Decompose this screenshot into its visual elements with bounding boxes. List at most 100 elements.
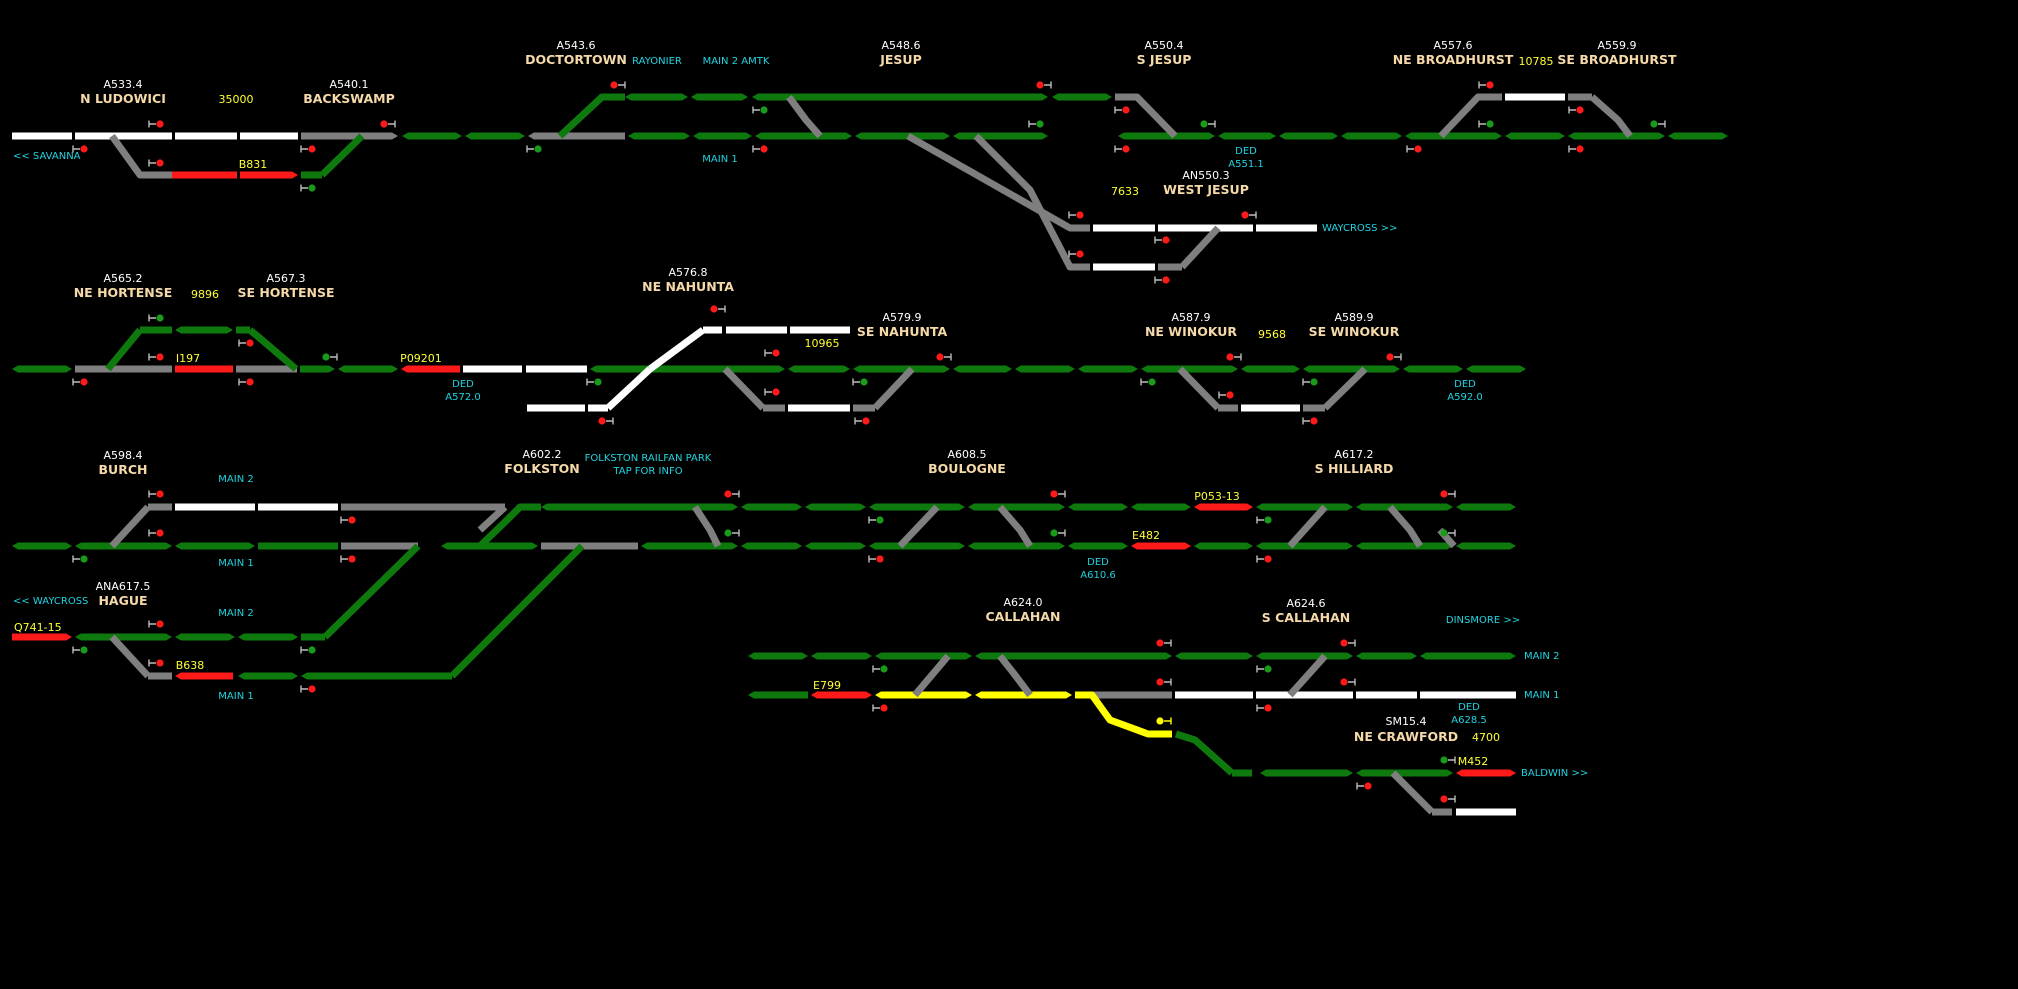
track-label-baldwin[interactable]: BALDWIN >>: [1521, 768, 1589, 779]
station-ne-broadhurst[interactable]: NE BROADHURST: [1392, 52, 1514, 67]
signal-clear-icon[interactable]: [322, 353, 338, 361]
signal-clear-icon[interactable]: [1200, 120, 1216, 128]
train-7633[interactable]: 7633: [1111, 185, 1139, 198]
track-block[interactable]: [1158, 224, 1253, 232]
track-crossover[interactable]: [973, 133, 1090, 271]
track-block[interactable]: [1668, 132, 1728, 140]
track-block[interactable]: [1568, 93, 1592, 101]
track-crossover[interactable]: [109, 634, 151, 679]
train-e799[interactable]: E799: [813, 679, 841, 692]
track-block[interactable]: [301, 132, 398, 140]
signal-stop-icon[interactable]: [1114, 145, 1130, 153]
track-block[interactable]: [1194, 542, 1253, 550]
track-block[interactable]: [1420, 691, 1516, 699]
station-s-jesup[interactable]: S JESUP: [1136, 52, 1192, 67]
track-block[interactable]: [75, 365, 108, 373]
track-block[interactable]: [1075, 691, 1172, 699]
track-block[interactable]: [148, 672, 172, 680]
train-b638[interactable]: B638: [175, 659, 205, 672]
signal-stop-icon[interactable]: [1568, 106, 1584, 114]
track-block[interactable]: [1241, 365, 1300, 373]
track-crossover[interactable]: [722, 366, 766, 411]
track-crossover[interactable]: [477, 503, 541, 549]
signal-stop-icon[interactable]: [1440, 795, 1456, 803]
signal-clear-icon[interactable]: [1440, 756, 1456, 764]
track-crossover[interactable]: [1287, 504, 1328, 549]
station-se-winokur[interactable]: SE WINOKUR: [1308, 324, 1400, 339]
track-block[interactable]: [300, 365, 335, 373]
track-block[interactable]: [691, 93, 748, 101]
signal-clear-icon[interactable]: [1478, 120, 1494, 128]
track-crossover[interactable]: [557, 93, 625, 139]
track-block[interactable]: [1068, 503, 1128, 511]
signal-clear-icon[interactable]: [72, 646, 88, 654]
track-block[interactable]: [953, 365, 1012, 373]
track-block[interactable]: [148, 503, 172, 511]
track-block[interactable]: [1505, 132, 1565, 140]
track-block[interactable]: [301, 171, 322, 179]
track-block[interactable]: [301, 672, 452, 680]
track-block[interactable]: [953, 132, 1048, 140]
train-q741-15[interactable]: Q741-15: [14, 621, 62, 634]
track-block[interactable]: [172, 171, 237, 179]
track-block[interactable]: [465, 132, 525, 140]
signal-approach-icon[interactable]: [1156, 717, 1172, 725]
station-ne-nahunta[interactable]: NE NAHUNTA: [642, 279, 734, 294]
signal-stop-icon[interactable]: [1068, 211, 1084, 219]
track-block[interactable]: [1015, 365, 1075, 373]
track-label-waycross-west[interactable]: << WAYCROSS: [13, 596, 89, 607]
signal-stop-icon[interactable]: [238, 378, 254, 386]
station-ne-hortense[interactable]: NE HORTENSE: [73, 285, 173, 300]
track-block[interactable]: [140, 326, 172, 334]
track-block[interactable]: [175, 542, 255, 550]
track-block[interactable]: [748, 691, 808, 699]
track-block[interactable]: [75, 542, 172, 550]
track-block[interactable]: [1420, 652, 1516, 660]
track-block[interactable]: [12, 633, 72, 641]
track-label-savanna[interactable]: << SAVANNA: [13, 151, 81, 162]
signal-stop-icon[interactable]: [1256, 555, 1272, 563]
signal-clear-icon[interactable]: [1028, 120, 1044, 128]
train-9896[interactable]: 9896: [191, 288, 219, 301]
signal-stop-icon[interactable]: [148, 490, 164, 498]
signal-stop-icon[interactable]: [1340, 678, 1356, 686]
track-crossover[interactable]: [1589, 94, 1633, 139]
track-crossover[interactable]: [786, 94, 823, 139]
track-block[interactable]: [755, 132, 852, 140]
track-block[interactable]: [1256, 652, 1353, 660]
signal-stop-icon[interactable]: [1406, 145, 1422, 153]
track-block[interactable]: [238, 633, 298, 641]
track-block[interactable]: [1456, 542, 1516, 550]
track-block[interactable]: [748, 652, 808, 660]
track-crossover[interactable]: [109, 504, 151, 549]
track-crossover[interactable]: [1075, 691, 1172, 738]
track-block[interactable]: [788, 404, 850, 412]
track-block[interactable]: [175, 633, 235, 641]
signal-stop-icon[interactable]: [1226, 353, 1242, 361]
track-block[interactable]: [811, 691, 872, 699]
signal-clear-icon[interactable]: [1050, 529, 1066, 537]
signal-stop-icon[interactable]: [340, 555, 356, 563]
train-p053-13[interactable]: P053-13: [1194, 490, 1240, 503]
track-block[interactable]: [1341, 132, 1402, 140]
signal-stop-icon[interactable]: [1156, 639, 1172, 647]
track-block[interactable]: [1175, 652, 1253, 660]
signal-stop-icon[interactable]: [148, 120, 164, 128]
track-block[interactable]: [1070, 263, 1090, 271]
track-block[interactable]: [108, 365, 172, 373]
track-block[interactable]: [1141, 365, 1238, 373]
track-block[interactable]: [1256, 503, 1353, 511]
track-block[interactable]: [869, 542, 965, 550]
station-n-ludowici[interactable]: N LUDOWICI: [80, 91, 166, 106]
signal-clear-icon[interactable]: [1256, 516, 1272, 524]
track-block[interactable]: [1241, 404, 1300, 412]
signal-clear-icon[interactable]: [1440, 529, 1456, 537]
train-e482[interactable]: E482: [1132, 529, 1160, 542]
track-block[interactable]: [1303, 404, 1325, 412]
signal-stop-icon[interactable]: [238, 339, 254, 347]
track-crossover[interactable]: [605, 366, 653, 411]
track-crossover[interactable]: [1174, 730, 1235, 776]
track-block[interactable]: [175, 132, 237, 140]
station-se-nahunta[interactable]: SE NAHUNTA: [856, 324, 948, 339]
signal-clear-icon[interactable]: [752, 106, 768, 114]
